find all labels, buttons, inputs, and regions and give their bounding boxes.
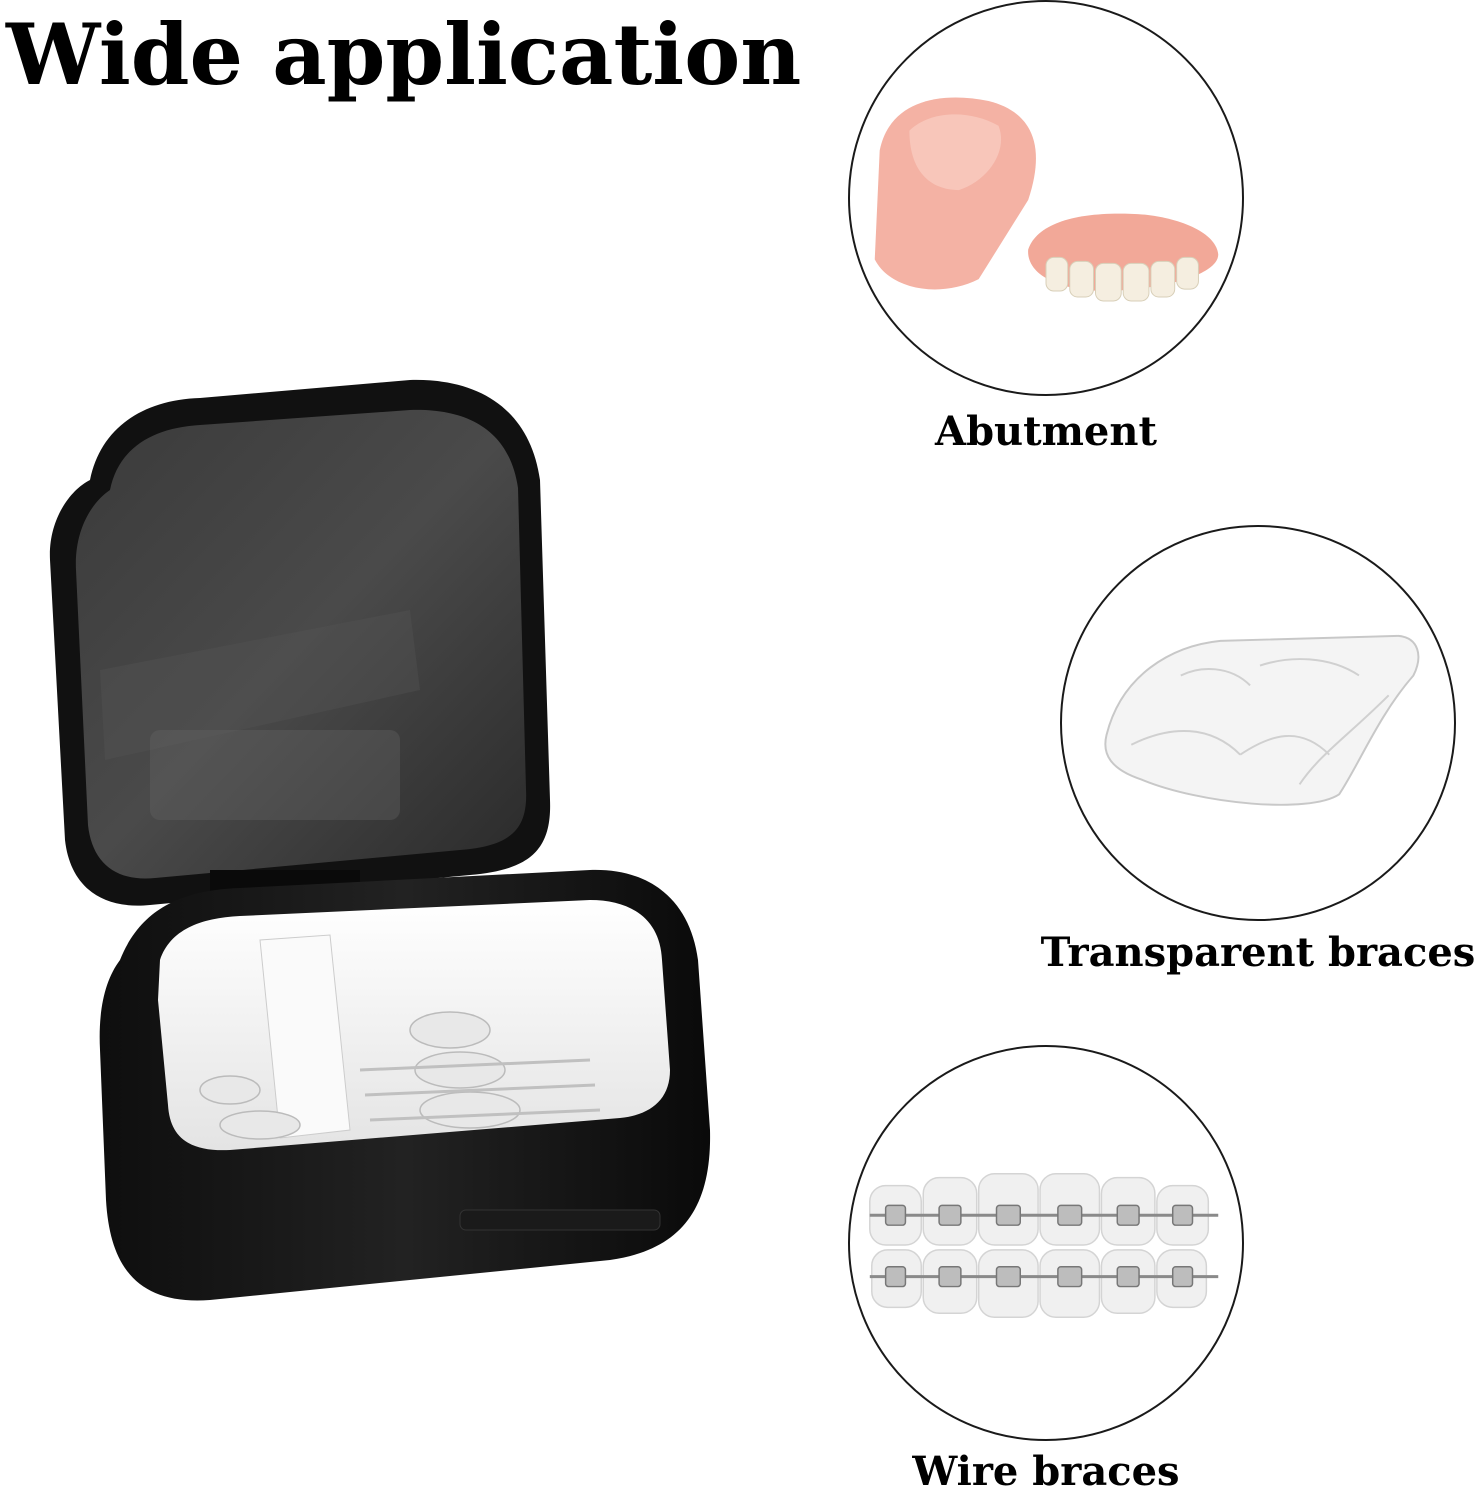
denture-image [848,0,1244,396]
wire-braces-label: Wire braces [912,1448,1180,1495]
abutment-label: Abutment [935,408,1157,455]
clear-aligner-image [1060,525,1456,921]
transparent-braces-label: Transparent braces [1040,929,1476,976]
page-title: Wide application [6,5,802,104]
wire-braces-image [848,1045,1244,1441]
denture-case-image [30,370,730,1350]
